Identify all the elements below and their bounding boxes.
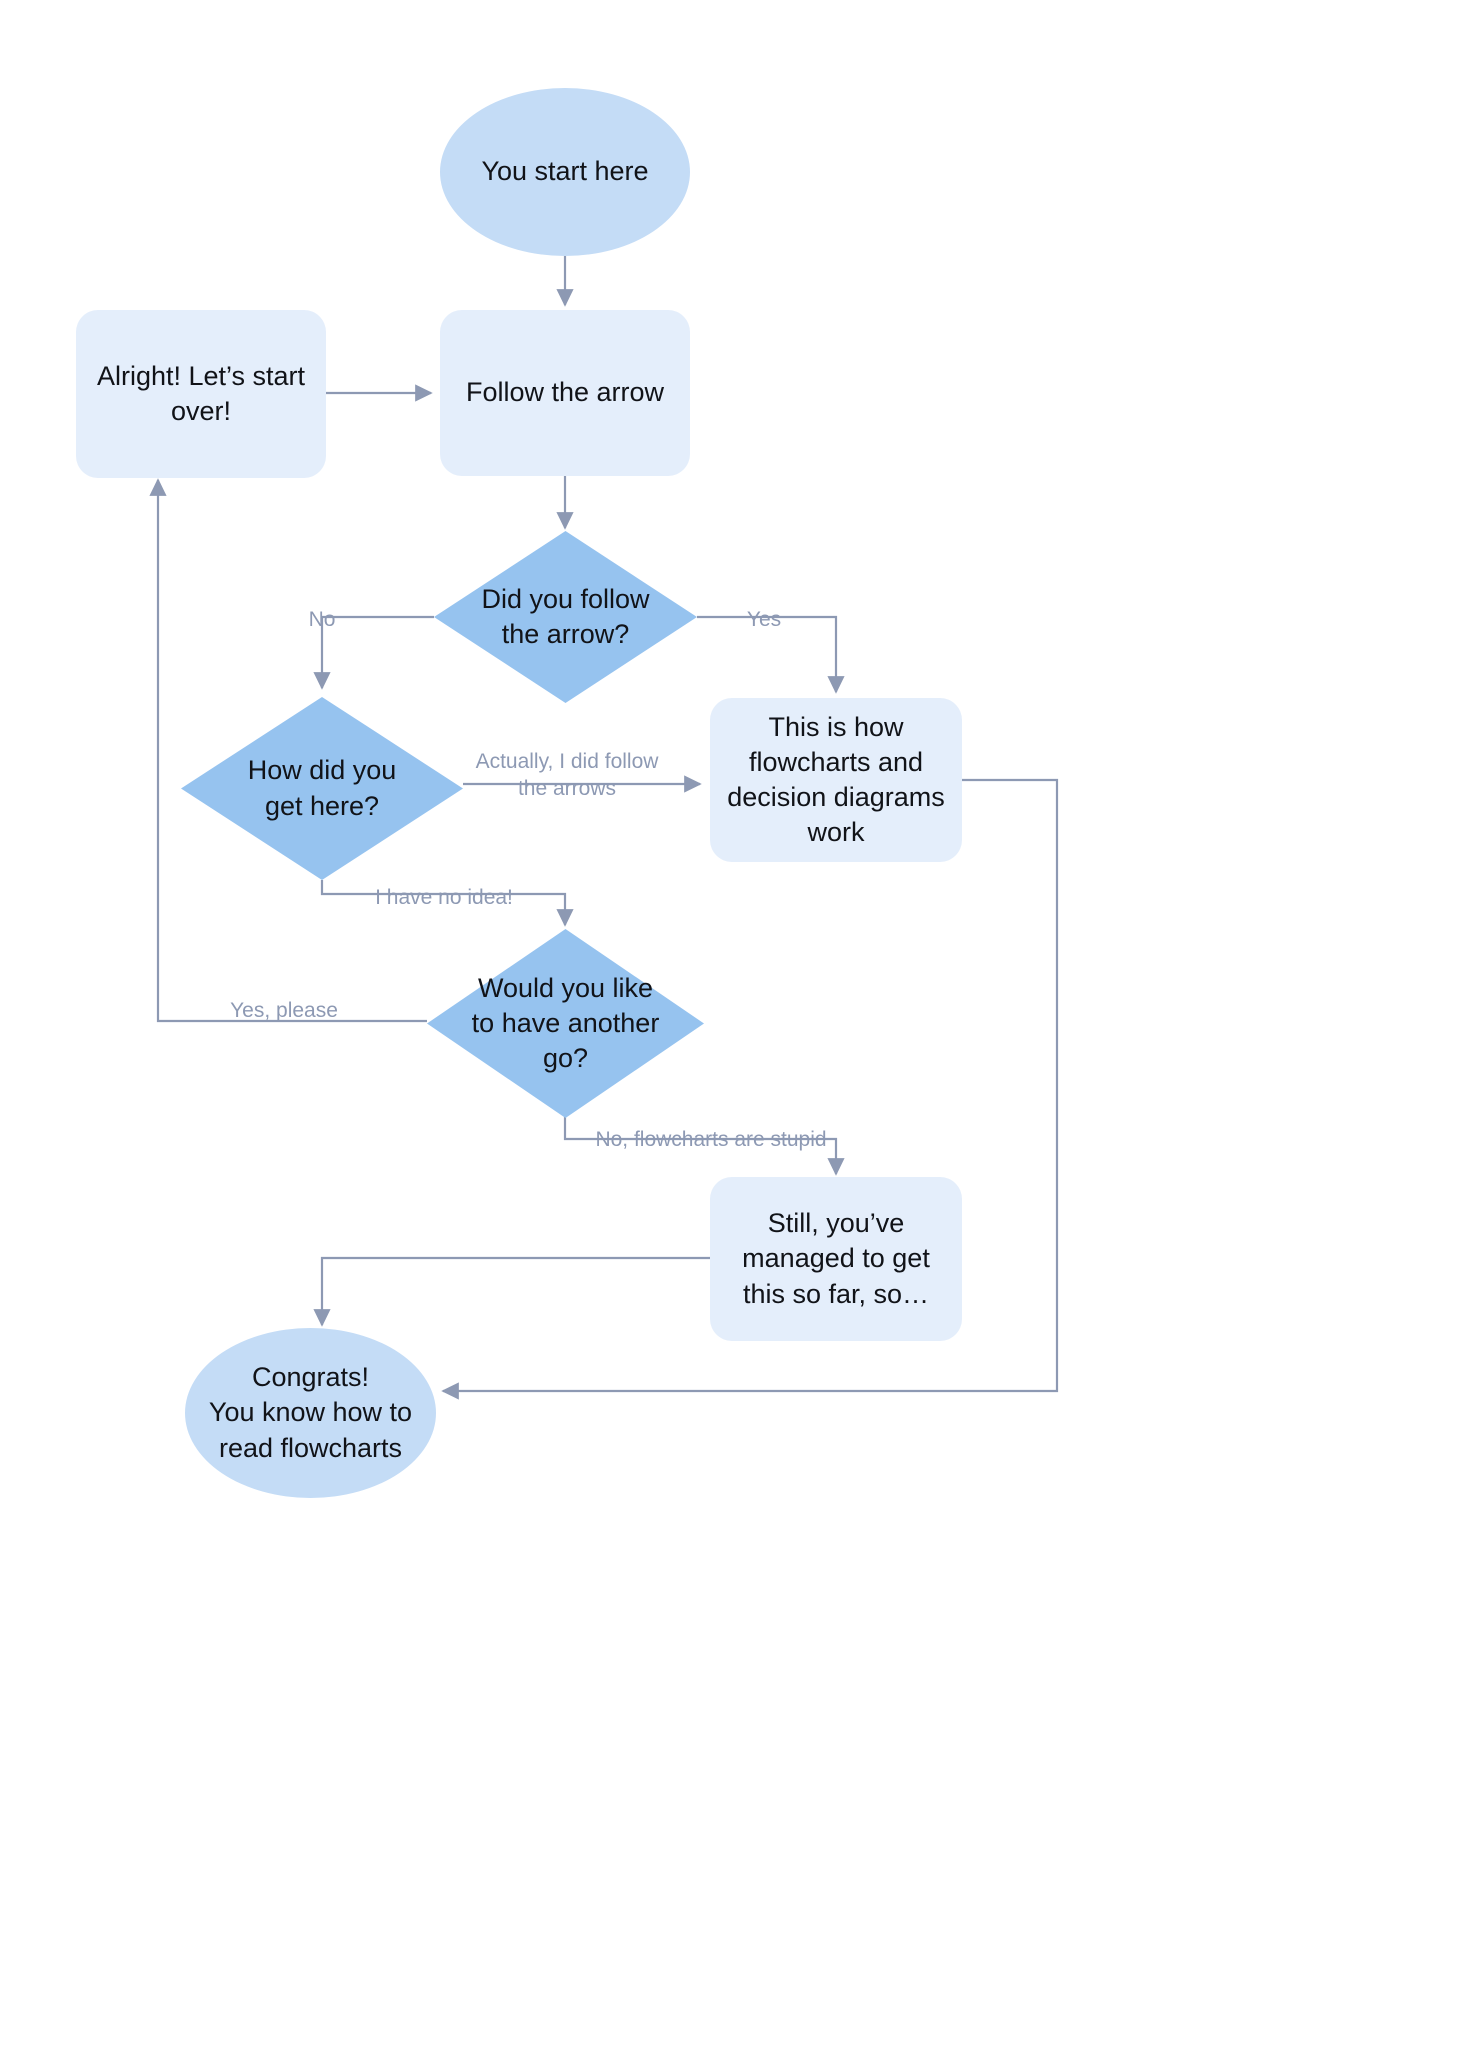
edge-label-actually-i-did-follow-the-arrows: Actually, I did follow the arrows: [442, 722, 692, 803]
node-follow-the-arrow-label: Follow the arrow: [465, 377, 665, 408]
diamond-shape: [427, 929, 704, 1118]
edge-howhere-to-anothergo: [320, 880, 574, 927]
edge-label-yes-text: Yes: [746, 607, 782, 631]
node-start-label: You start here: [481, 156, 649, 187]
edge-label-actually-text: Actually, I did follow the arrows: [475, 749, 659, 800]
edge-label-yes-please-text: Yes, please: [230, 998, 338, 1022]
edge-thisishow-to-congrats: [441, 778, 1059, 1400]
node-follow-the-arrow[interactable]: Follow the arrow: [440, 310, 690, 476]
diamond-shape: [434, 531, 697, 703]
node-how-did-you-get-here-label: How did you get here?: [247, 755, 397, 821]
diamond-shape: [181, 697, 463, 880]
node-congrats-label: Congrats! You know how to read flowchart…: [208, 1362, 413, 1463]
edge-didfollow-to-howhere: [313, 615, 434, 690]
node-did-you-follow-the-arrow-label: Did you follow the arrow?: [481, 583, 650, 649]
edge-label-no-flowcharts-are-stupid: No, flowcharts are stupid: [551, 1100, 871, 1154]
node-still-youve-managed-label: Still, you’ve managed to get this so far…: [742, 1208, 930, 1309]
edge-label-i-have-no-idea: I have no idea!: [334, 858, 554, 912]
edge-label-yes-please: Yes, please: [184, 971, 384, 1025]
edge-anothergo-to-stillyouve: [563, 1117, 845, 1176]
edge-didfollow-to-thisishow: [697, 615, 845, 694]
edge-label-no-flowcharts-text: No, flowcharts are stupid: [595, 1127, 827, 1151]
node-congrats[interactable]: Congrats! You know how to read flowchart…: [185, 1328, 436, 1498]
edge-label-i-have-no-idea-text: I have no idea!: [375, 885, 513, 909]
node-restart[interactable]: Alright! Let’s start over!: [76, 310, 326, 478]
node-would-you-like-another-go[interactable]: Would you like to have another go?: [427, 929, 704, 1118]
node-restart-label: Alright! Let’s start over!: [96, 360, 306, 426]
node-this-is-how-flowcharts-work[interactable]: This is how flowcharts and decision diag…: [710, 698, 962, 862]
node-how-did-you-get-here[interactable]: How did you get here?: [181, 697, 463, 880]
node-this-is-how-flowcharts-work-label: This is how flowcharts and decision diag…: [727, 711, 945, 848]
node-did-you-follow-the-arrow[interactable]: Did you follow the arrow?: [434, 531, 697, 703]
edge-stillyouve-to-congrats: [313, 1256, 710, 1327]
edge-anothergo-to-restart: [149, 478, 427, 1023]
edge-label-yes: Yes: [709, 580, 819, 634]
edge-label-no-text: No: [308, 607, 336, 631]
edge-label-no: No: [267, 580, 377, 634]
node-start[interactable]: You start here: [440, 88, 690, 256]
node-still-youve-managed[interactable]: Still, you’ve managed to get this so far…: [710, 1177, 962, 1341]
node-would-you-like-another-go-label: Would you like to have another go?: [471, 972, 660, 1074]
